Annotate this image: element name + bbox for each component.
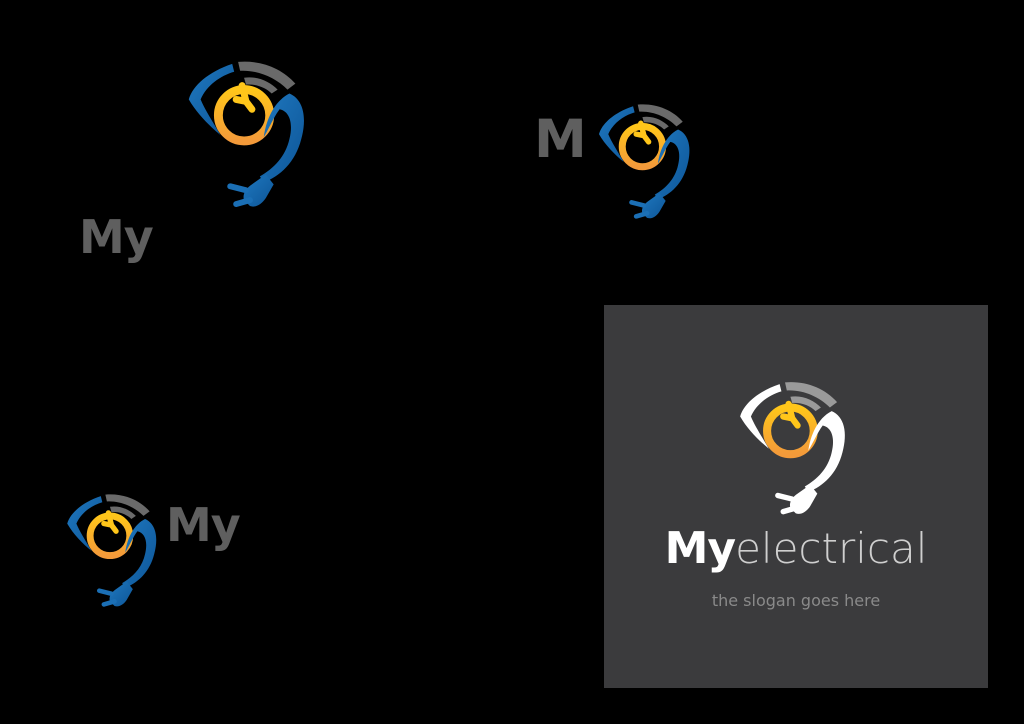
logo-wordmark: My [79, 210, 154, 264]
bulb-plug-icon [186, 56, 310, 210]
dark-logo-panel: Myelectrical the slogan goes here [604, 305, 988, 688]
logo-wordmark: My [166, 498, 241, 552]
logo-title-light: electrical [735, 524, 928, 573]
logo-title: Myelectrical [604, 527, 988, 571]
bulb-plug-icon [596, 100, 695, 221]
bulb-plug-icon-white [736, 377, 852, 517]
logo-title-bold: My [664, 523, 736, 574]
logo-letter-mark: M [534, 109, 587, 170]
logo-slogan: the slogan goes here [711, 591, 881, 610]
bulb-plug-icon [64, 490, 162, 609]
